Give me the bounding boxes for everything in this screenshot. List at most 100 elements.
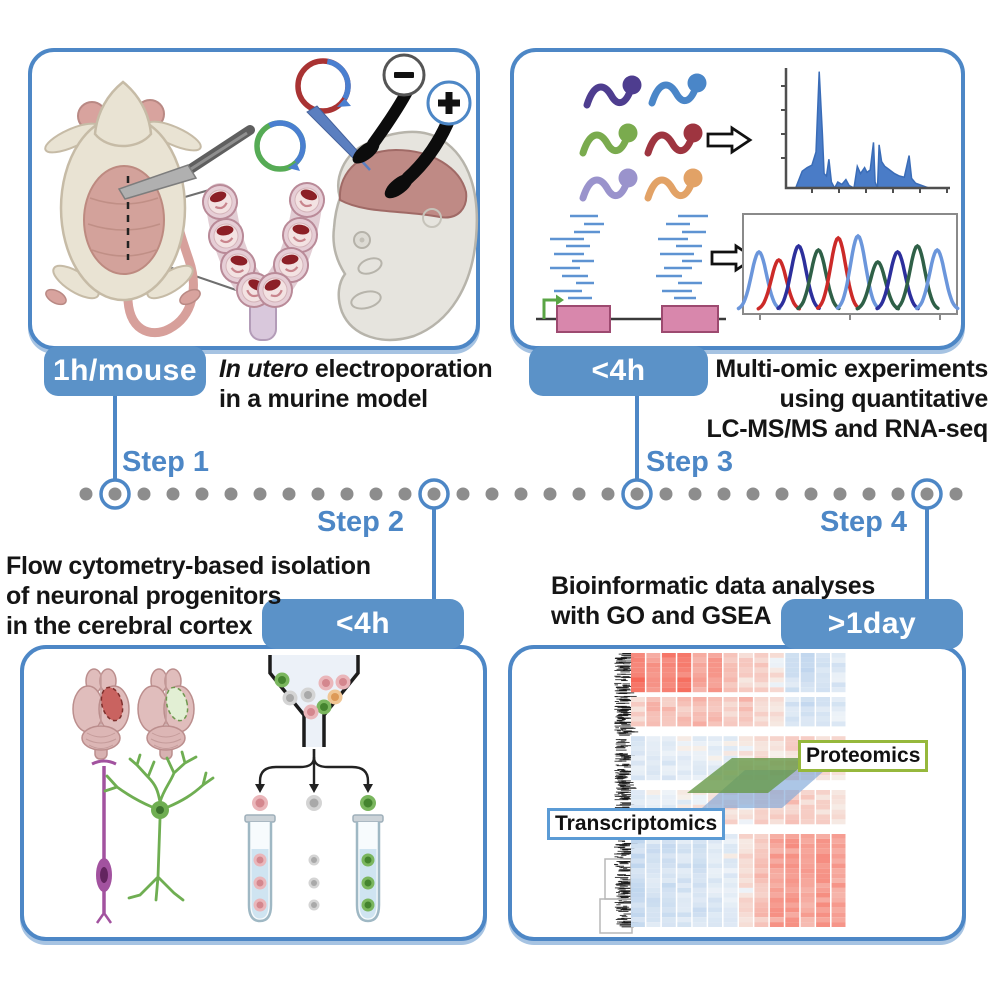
timeline-dot — [485, 487, 499, 501]
timeline-dot — [717, 487, 731, 501]
sort-arrows — [255, 749, 373, 793]
timeline-dot — [688, 487, 702, 501]
connector-step2 — [432, 507, 436, 603]
progenitor-cell-icon — [91, 759, 117, 924]
timeline-dot — [804, 487, 818, 501]
uterus-illustration — [202, 182, 325, 341]
omics-overlap-venn — [687, 758, 825, 808]
timeline-dot — [108, 487, 122, 501]
sanger-peak — [796, 247, 841, 311]
scalpel-icon — [117, 125, 255, 200]
promoter-arrow-icon — [542, 298, 556, 319]
step4-label: Step 4 — [820, 506, 908, 538]
timeline-dot — [166, 487, 180, 501]
heatmap-illustration — [599, 653, 846, 934]
timeline-dot — [253, 487, 267, 501]
step3-duration-badge: <4h — [529, 346, 708, 396]
timeline-dot — [920, 487, 934, 501]
sanger-peak — [835, 233, 881, 310]
minus-electrode-icon — [382, 53, 426, 97]
peptide-icon — [583, 75, 642, 109]
embryo-foot — [350, 290, 382, 310]
gene-model — [536, 294, 726, 333]
timeline-dot — [572, 487, 586, 501]
embryo-ear — [422, 208, 442, 228]
panel-step2-flow-cytometry — [20, 645, 487, 941]
brain-red-region-icon — [72, 668, 130, 760]
timeline-dot — [862, 487, 876, 501]
tube-cells — [253, 853, 375, 912]
mouse-illustration — [44, 80, 202, 338]
sanger-peak — [756, 257, 802, 311]
embryo-illustration — [332, 130, 479, 342]
timeline-dot — [369, 487, 383, 501]
timeline-dot — [891, 487, 905, 501]
embryo-sac-icon — [273, 247, 309, 283]
mouse-foot — [179, 288, 201, 306]
proteomics-parallelogram — [687, 758, 812, 793]
sanger-peak — [875, 249, 920, 311]
sorted-cells — [252, 795, 376, 811]
right-arrow-icon — [706, 125, 753, 155]
timeline-dot — [659, 487, 673, 501]
caption-step1-italic: In utero — [219, 355, 309, 383]
timeline-dot — [224, 487, 238, 501]
connector-step1 — [113, 392, 117, 482]
peptide-icon — [579, 168, 638, 202]
sanger-peak — [776, 243, 821, 311]
step1-duration-badge: 1h/mouse — [44, 346, 206, 396]
multiomics-illustration — [536, 68, 960, 333]
step2-duration-badge: <4h — [262, 599, 464, 649]
caption-line: Flow cytometry-based isolation — [6, 552, 371, 580]
caption-line: in the cerebral cortex — [6, 612, 253, 640]
caption-step3: Multi-omic experiments using quantitativ… — [636, 354, 988, 444]
timeline-dot — [195, 487, 209, 501]
plasmid-green-icon — [254, 120, 306, 172]
exon-box — [556, 305, 611, 333]
timeline-dot — [79, 487, 93, 501]
caption-step1-line2: in a murine model — [219, 385, 428, 413]
neuron-icon — [103, 750, 215, 902]
timeline-dot — [746, 487, 760, 501]
caption-line: Multi-omic experiments — [715, 355, 988, 383]
transcriptomics-label: Transcriptomics — [547, 808, 726, 840]
plasmid-red-icon — [295, 58, 351, 114]
sanger-peak — [914, 247, 960, 311]
step1-label: Step 1 — [122, 446, 210, 478]
sanger-peak — [815, 235, 861, 310]
timeline-dot — [630, 487, 644, 501]
timeline-dot — [833, 487, 847, 501]
embryo-sac-icon — [282, 217, 318, 253]
timeline-dot — [311, 487, 325, 501]
step4-duration-badge: >1day — [781, 599, 963, 649]
timeline-dot — [398, 487, 412, 501]
peptide-icon — [579, 123, 638, 157]
caption-step1: In utero electroporation in a murine mod… — [219, 354, 494, 414]
timeline-dot — [949, 487, 963, 501]
step2-label: Step 2 — [317, 506, 405, 538]
lcms-peaks — [794, 71, 929, 190]
peptide-icon — [648, 73, 707, 107]
panel-step4-bioinformatics: Proteomics Transcriptomics — [508, 645, 966, 941]
timeline-dot — [137, 487, 151, 501]
caption-line: of neuronal progenitors — [6, 582, 282, 610]
flow-cytometry-illustration — [72, 655, 384, 924]
embryo-sac-icon — [289, 182, 325, 218]
connector-step4 — [925, 507, 929, 603]
brain-green-region-icon — [137, 668, 195, 760]
lcms-chart — [781, 68, 950, 193]
rna-seq-reads — [550, 214, 708, 300]
caption-step1-rest: electroporation — [308, 355, 493, 383]
timeline-dot — [601, 487, 615, 501]
connector-step3 — [635, 392, 639, 482]
sanger-peak — [855, 259, 901, 311]
timeline-dot — [543, 487, 557, 501]
embryo-sac-icon — [257, 272, 293, 308]
timeline-dot — [456, 487, 470, 501]
plus-electrode-icon — [426, 80, 472, 126]
timeline-dot — [427, 487, 441, 501]
peptide-icon — [644, 168, 703, 202]
mouse-tail — [123, 213, 198, 338]
mouse-head — [93, 80, 153, 148]
